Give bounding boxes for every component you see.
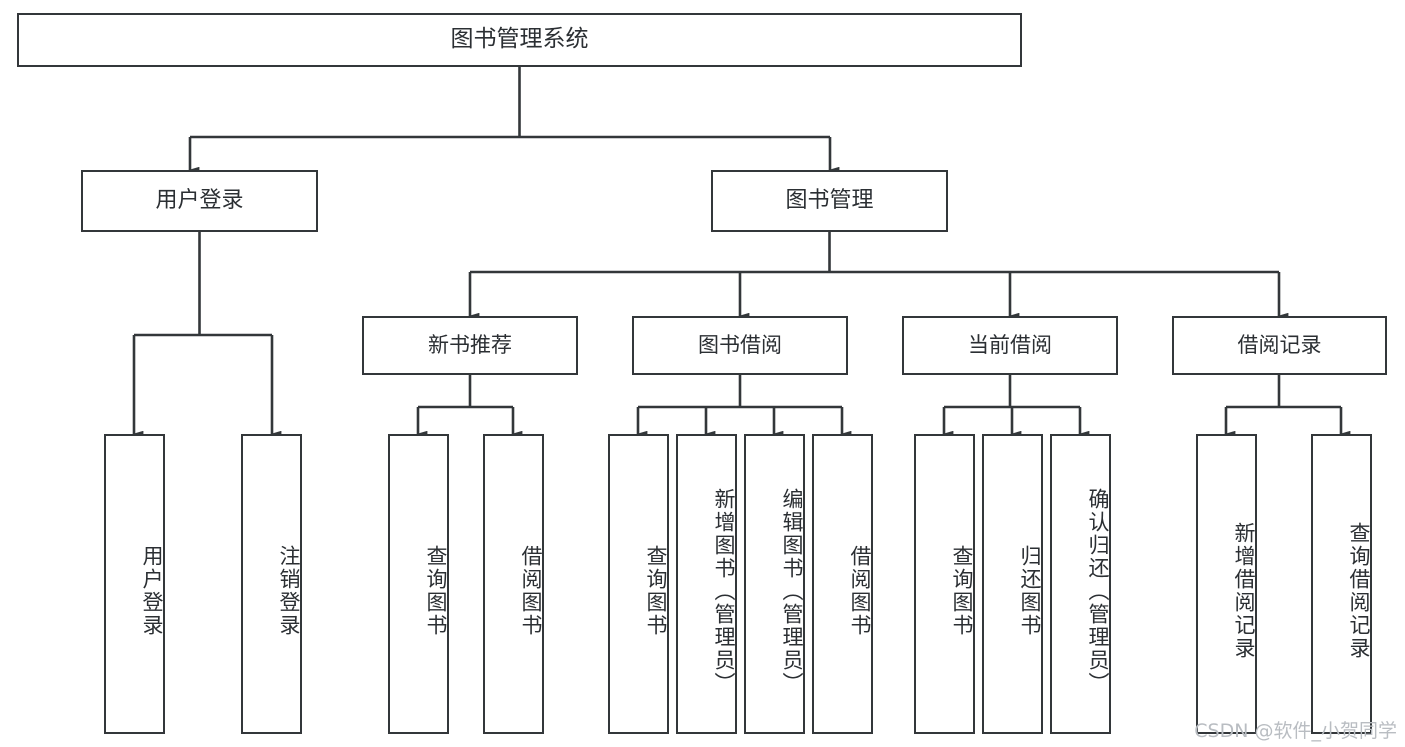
leaf-borrow-books[interactable]: 借阅图书: [812, 434, 873, 734]
leaf-confirm-return-admin[interactable]: 确认归还（管理员）: [1050, 434, 1111, 734]
node-label: 查询借阅记录: [1347, 522, 1371, 660]
leaf-query-books-borrow[interactable]: 查询图书: [608, 434, 669, 734]
node-label: 新书推荐: [428, 333, 512, 358]
node-label: 图书管理系统: [450, 26, 589, 53]
node-label: 图书管理: [785, 188, 874, 214]
leaf-return-books[interactable]: 归还图书: [982, 434, 1043, 734]
leaf-borrow-books-new-book[interactable]: 借阅图书: [483, 434, 544, 734]
node-label: 查询图书: [950, 545, 974, 637]
node-label: 当前借阅: [968, 333, 1052, 358]
node-label: 图书借阅: [698, 333, 782, 358]
leaf-query-books-new-book[interactable]: 查询图书: [388, 434, 449, 734]
leaf-edit-book-admin[interactable]: 编辑图书（管理员）: [744, 434, 805, 734]
node-label: 确认归还（管理员）: [1086, 487, 1110, 695]
node-label: 借阅图书: [519, 545, 543, 637]
node-label: 编辑图书（管理员）: [780, 487, 804, 695]
node-label: 用户登录: [155, 188, 244, 214]
node-label: 归还图书: [1018, 545, 1042, 637]
node-book-management[interactable]: 图书管理: [711, 170, 948, 232]
leaf-query-borrow-record[interactable]: 查询借阅记录: [1311, 434, 1372, 734]
node-book-borrowing[interactable]: 图书借阅: [632, 316, 848, 375]
node-user-login[interactable]: 用户登录: [81, 170, 318, 232]
node-new-book-recommendation[interactable]: 新书推荐: [362, 316, 578, 375]
node-label: 查询图书: [644, 545, 668, 637]
node-label: 注销登录: [277, 545, 301, 637]
node-label: 新增借阅记录: [1232, 522, 1256, 660]
node-label: 借阅图书: [848, 545, 872, 637]
leaf-logout[interactable]: 注销登录: [241, 434, 302, 734]
node-borrow-records[interactable]: 借阅记录: [1172, 316, 1387, 375]
leaf-add-borrow-record[interactable]: 新增借阅记录: [1196, 434, 1257, 734]
node-label: 查询图书: [424, 545, 448, 637]
node-label: 新增图书（管理员）: [712, 487, 736, 695]
node-root-book-management-system[interactable]: 图书管理系统: [17, 13, 1022, 67]
node-current-borrowing[interactable]: 当前借阅: [902, 316, 1118, 375]
leaf-user-login[interactable]: 用户登录: [104, 434, 165, 734]
csdn-watermark: CSDN @软件_小贺同学: [1194, 720, 1397, 742]
node-label: 用户登录: [140, 545, 164, 637]
node-label: 借阅记录: [1237, 333, 1322, 358]
leaf-add-book-admin[interactable]: 新增图书（管理员）: [676, 434, 737, 734]
leaf-query-books-current[interactable]: 查询图书: [914, 434, 975, 734]
